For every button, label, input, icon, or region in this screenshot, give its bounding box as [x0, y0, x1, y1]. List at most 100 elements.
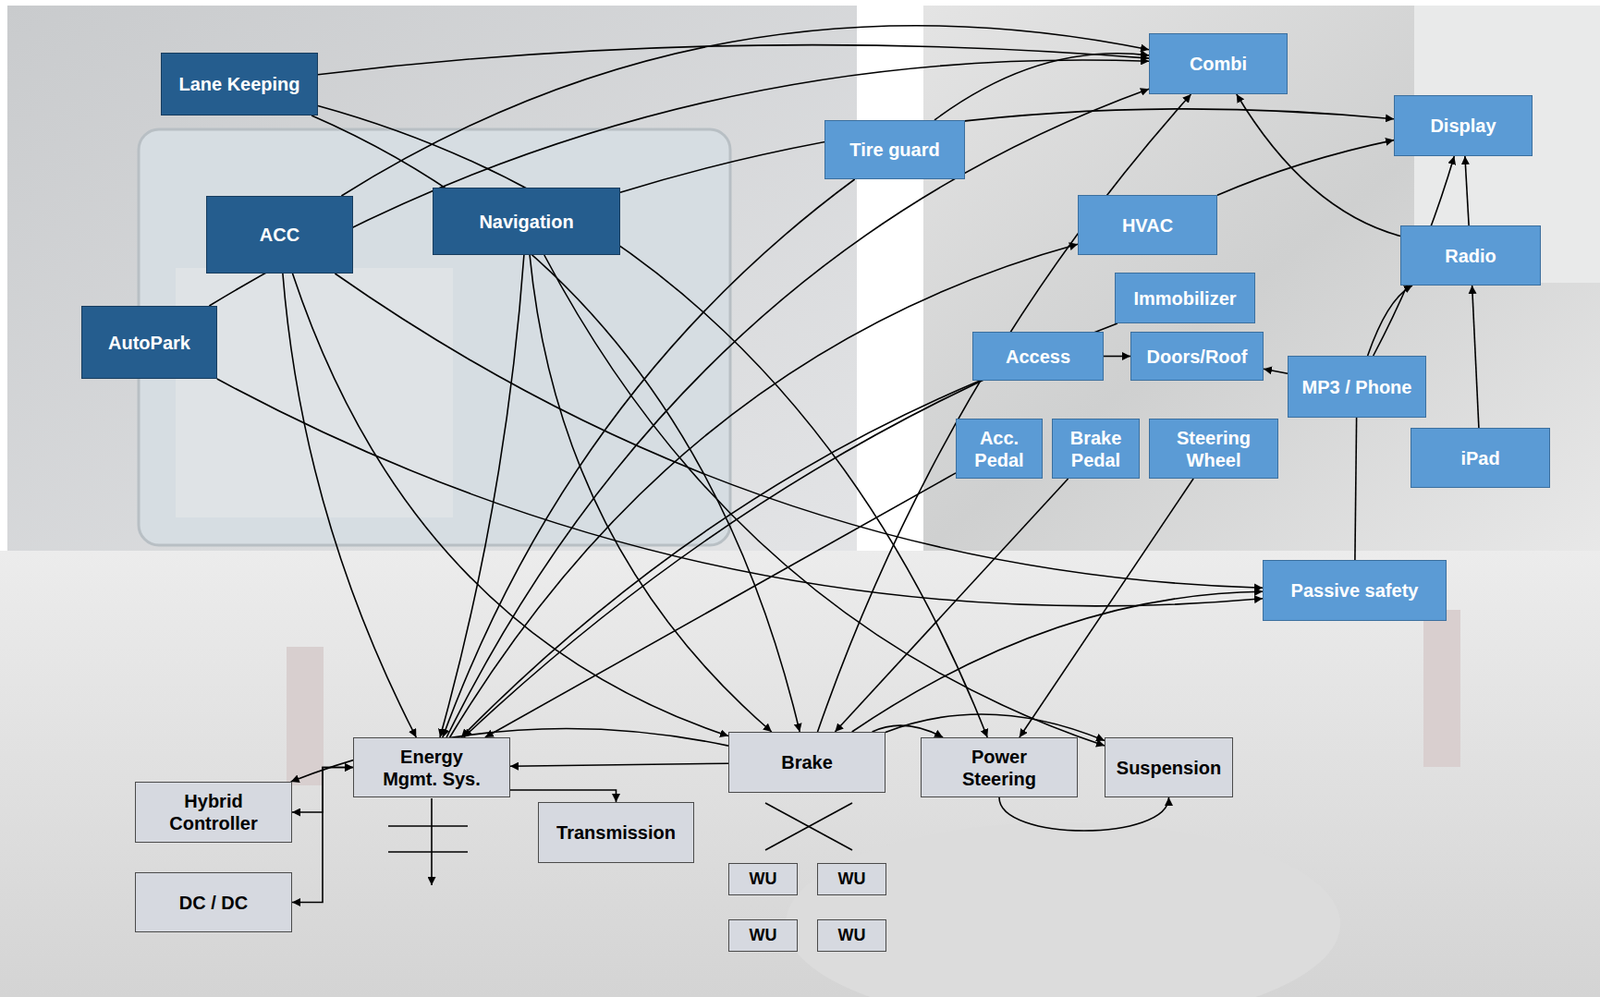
connector-arrow [1355, 417, 1357, 561]
component-box: Access [972, 331, 1104, 381]
connector-arrow [529, 255, 772, 733]
component-box: Radio [1400, 225, 1541, 286]
chassis-box: DC / DC [134, 872, 293, 933]
connector-arrow [450, 244, 1078, 738]
component-box: iPad [1410, 427, 1551, 489]
box-label: WU [838, 926, 867, 947]
connector-arrow [1263, 368, 1288, 374]
connector-arrow [1472, 285, 1479, 428]
function-box: Navigation [432, 187, 621, 256]
box-label: Hybrid Controller [161, 790, 266, 835]
box-label: Combi [1189, 52, 1247, 75]
box-label: MP3 / Phone [1302, 376, 1413, 399]
spring-shape [286, 647, 324, 786]
photo-panel [7, 5, 857, 551]
connector-arrow [544, 255, 1105, 746]
chassis-box: Energy Mgmt. Sys. [353, 737, 511, 798]
box-label: Display [1429, 114, 1496, 137]
box-label: Tire guard [849, 138, 940, 161]
connector-arrow [461, 380, 980, 738]
wheel-unit-box: WU [817, 919, 887, 953]
box-label: ACC [259, 223, 300, 246]
chassis-box: Transmission [537, 802, 695, 864]
wheel-shape [785, 822, 1341, 997]
connector-arrow [1367, 285, 1413, 356]
connector-arrow [818, 94, 1192, 733]
box-label: Immobilizer [1133, 287, 1236, 310]
box-label: Access [1005, 345, 1071, 368]
connector-arrow [934, 53, 1149, 121]
component-box: Steering Wheel [1148, 418, 1279, 479]
connector-arrow [1236, 94, 1401, 237]
box-label: AutoPark [108, 331, 191, 355]
connector-arrow [293, 273, 730, 737]
box-label: Energy Mgmt. Sys. [377, 745, 487, 791]
box-label: Suspension [1116, 757, 1222, 780]
box-label: Brake Pedal [1064, 427, 1128, 472]
box-label: WU [749, 926, 778, 947]
box-label: Steering Wheel [1170, 427, 1259, 472]
component-box: MP3 / Phone [1287, 355, 1427, 418]
component-box: Brake Pedal [1051, 418, 1140, 479]
wheel-unit-box: WU [728, 919, 798, 953]
connector-arrow [834, 478, 1068, 733]
connector-arrow [311, 115, 800, 733]
chassis-box: Hybrid Controller [134, 781, 293, 843]
connector-arrow [464, 323, 1118, 738]
component-box: Combi [1148, 33, 1288, 95]
component-box: Acc. Pedal [955, 418, 1043, 479]
connector-arrow [317, 105, 988, 738]
bus-line [430, 798, 433, 886]
cross-line [765, 803, 853, 851]
box-label: WU [838, 869, 867, 891]
connector-arrow [282, 273, 416, 738]
component-box: Immobilizer [1114, 272, 1256, 324]
connector-arrow [341, 25, 1149, 196]
connector-arrow [510, 790, 617, 803]
spring-shape [1423, 610, 1461, 768]
connector-arrow [446, 88, 1149, 738]
bus-bar [388, 851, 468, 854]
chassis-box: Power Steering [920, 737, 1078, 798]
box-label: WU [749, 869, 778, 891]
connector-arrow [510, 763, 729, 767]
box-label: iPad [1460, 447, 1500, 470]
connector-arrow [292, 768, 354, 904]
photo-panel [923, 5, 1600, 551]
connector-arrow [1103, 355, 1131, 358]
box-label: Passive safety [1291, 579, 1419, 602]
bus-bar [388, 825, 468, 828]
wheel-unit-box: WU [817, 863, 887, 896]
function-box: Lane Keeping [160, 52, 318, 116]
connector-arrow [217, 378, 1263, 607]
connector-arrow [334, 273, 1263, 588]
component-box: Display [1393, 95, 1533, 157]
function-box: ACC [206, 195, 354, 274]
component-box: Tire guard [824, 120, 965, 180]
cross-line [765, 803, 853, 851]
connector-arrow [1465, 156, 1469, 226]
component-box: Passive safety [1262, 560, 1447, 622]
chassis-box: Brake [728, 732, 886, 794]
connector-arrow [852, 591, 1263, 733]
box-label: Power Steering [955, 745, 1044, 791]
box-label: Brake [781, 751, 833, 774]
component-box: Doors/Roof [1130, 331, 1264, 381]
box-label: HVAC [1122, 214, 1173, 237]
box-label: Radio [1444, 244, 1497, 268]
connector-arrow [999, 797, 1170, 831]
box-label: Lane Keeping [178, 73, 300, 96]
function-box: AutoPark [81, 305, 218, 379]
screen-panel [175, 268, 453, 518]
box-label: Navigation [478, 210, 574, 233]
screen-shape [138, 129, 731, 546]
connector-arrow [439, 255, 525, 738]
box-label: Acc. Pedal [971, 427, 1027, 472]
box-label: Doors/Roof [1147, 345, 1248, 368]
box-label: DC / DC [179, 891, 248, 915]
